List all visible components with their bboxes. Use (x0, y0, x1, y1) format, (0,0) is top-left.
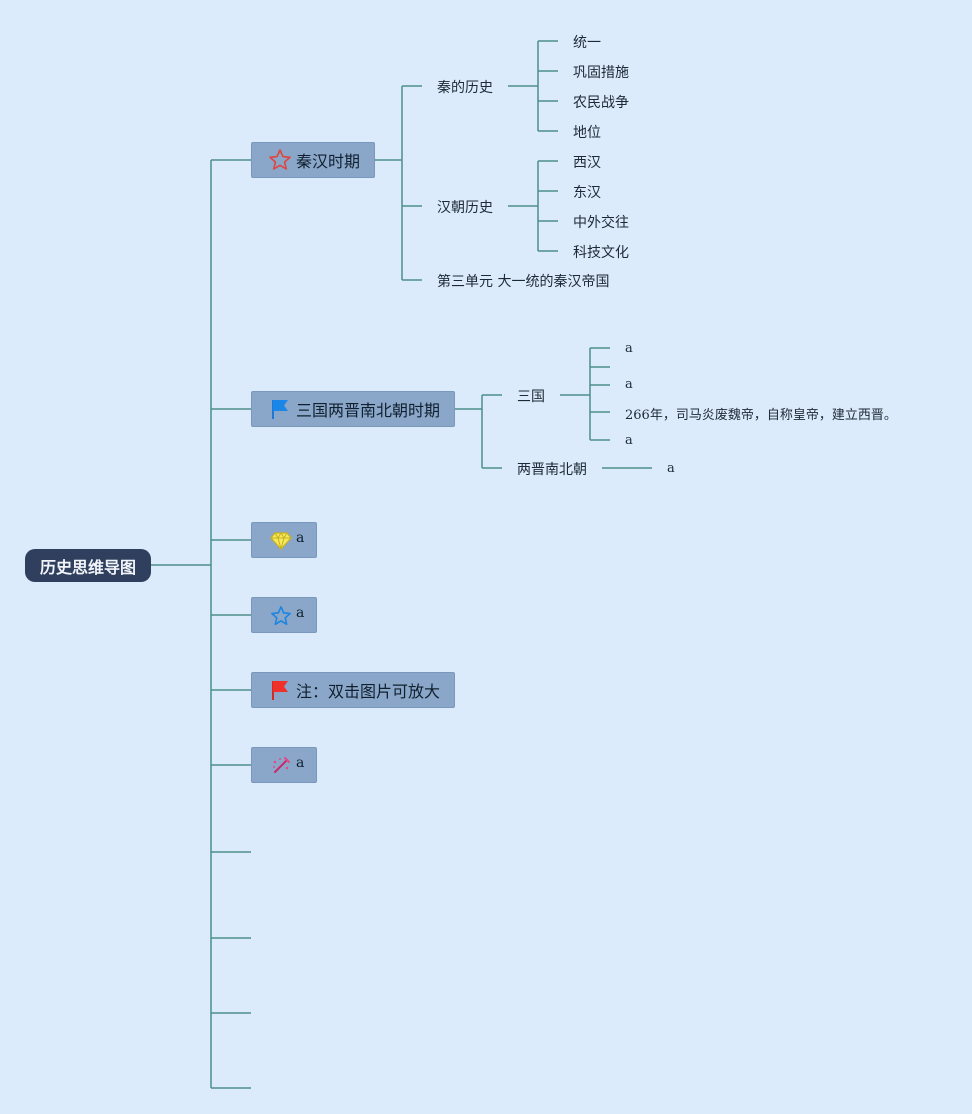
branch-sanguo[interactable]: 三国两晋南北朝时期 (251, 391, 456, 427)
star-outline-red-icon (268, 148, 292, 172)
branch-qinhan[interactable]: 秦汉时期 (251, 142, 376, 178)
flag-blue-icon (268, 397, 292, 421)
branch-label: a (296, 605, 305, 621)
leaf-qin[interactable]: 统一 (573, 35, 601, 51)
branch-label: 三国两晋南北朝时期 (296, 401, 441, 420)
topic-liangjin-nanbeichao[interactable]: 两晋南北朝 (517, 462, 587, 478)
star-outline-blue-icon (270, 604, 292, 628)
leaf-sanguo[interactable]: a (625, 377, 633, 392)
branch-label: 注：双击图片可放大 (296, 682, 441, 701)
leaf-han[interactable]: 科技文化 (573, 245, 629, 261)
leaf-qin[interactable]: 地位 (573, 125, 601, 141)
branch-label: a (296, 755, 305, 771)
branch-diamond[interactable]: a (251, 522, 317, 558)
leaf-han[interactable]: 中外交往 (573, 215, 629, 231)
branch-label: a (296, 530, 305, 546)
leaf-han[interactable]: 西汉 (573, 155, 601, 171)
root-label: 历史思维导图 (39, 557, 136, 577)
leaf-sanguo[interactable]: a (625, 433, 633, 448)
leaf-nanbei[interactable]: a (667, 461, 675, 476)
leaf-han[interactable]: 东汉 (573, 185, 601, 201)
diamond-icon (270, 529, 292, 553)
branch-note[interactable]: 注：双击图片可放大 (251, 672, 456, 708)
branch-label: 秦汉时期 (296, 152, 361, 171)
topic-unit-three[interactable]: 第三单元 大一统的秦汉帝国 (437, 274, 610, 290)
topic-han-history[interactable]: 汉朝历史 (437, 200, 493, 216)
flag-red-icon (268, 678, 292, 702)
leaf-sanguo-xijin[interactable]: 266年，司马炎废魏帝，自称皇帝，建立西晋。 (625, 408, 897, 423)
leaf-qin[interactable]: 农民战争 (573, 95, 629, 111)
magic-wand-icon (270, 754, 292, 778)
topic-qin-history[interactable]: 秦的历史 (437, 80, 493, 96)
topic-sanguo[interactable]: 三国 (517, 389, 545, 405)
root-node[interactable]: 历史思维导图 (25, 549, 151, 582)
leaf-sanguo[interactable]: a (625, 341, 633, 356)
branch-wand[interactable]: a (251, 747, 317, 783)
branch-star-blue[interactable]: a (251, 597, 317, 633)
leaf-qin[interactable]: 巩固措施 (573, 65, 629, 81)
